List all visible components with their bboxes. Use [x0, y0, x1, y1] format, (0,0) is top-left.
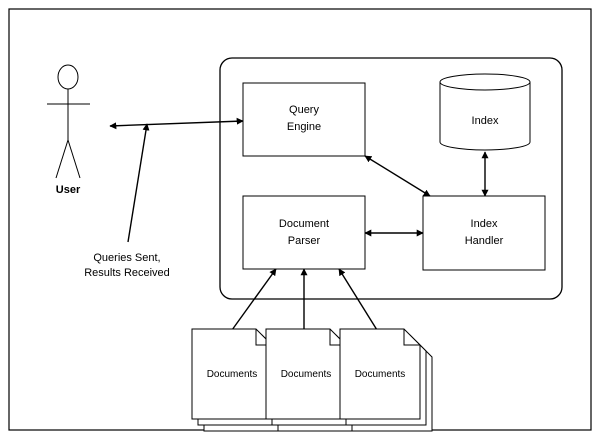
annotation-pointer-arrow [127, 123, 150, 243]
documents-stack-1: Documents [191, 328, 285, 432]
index-label: Index [472, 115, 499, 127]
documents-stack-3-label: Documents [355, 369, 406, 380]
query-engine-label-1: Query [289, 104, 319, 116]
documents-stack-2-label: Documents [281, 369, 332, 380]
system-container [219, 57, 563, 300]
annotation-line-1: Queries Sent, [93, 252, 160, 264]
documents-1-parser-arrow [231, 268, 277, 331]
user-actor-icon [47, 64, 90, 179]
query-engine-index-handler-arrow [364, 155, 431, 197]
document-parser-box [242, 195, 366, 270]
documents-stack-3: Documents [339, 328, 433, 432]
document-parser-label-2: Parser [288, 235, 321, 247]
index-handler-box [422, 195, 546, 271]
query-engine-label-2: Engine [287, 121, 321, 133]
index-database-icon [439, 73, 531, 151]
user-label: User [56, 184, 81, 196]
documents-stack-1-label: Documents [207, 369, 258, 380]
index-handler-label-2: Handler [465, 235, 504, 247]
query-engine-box [242, 82, 366, 157]
document-parser-label-1: Document [279, 218, 329, 230]
user-query-engine-arrow [109, 117, 244, 130]
documents-stack-2: Documents [265, 328, 359, 432]
annotation-line-2: Results Received [84, 267, 170, 279]
index-handler-label-1: Index [471, 218, 498, 230]
documents-3-parser-arrow [338, 268, 378, 331]
